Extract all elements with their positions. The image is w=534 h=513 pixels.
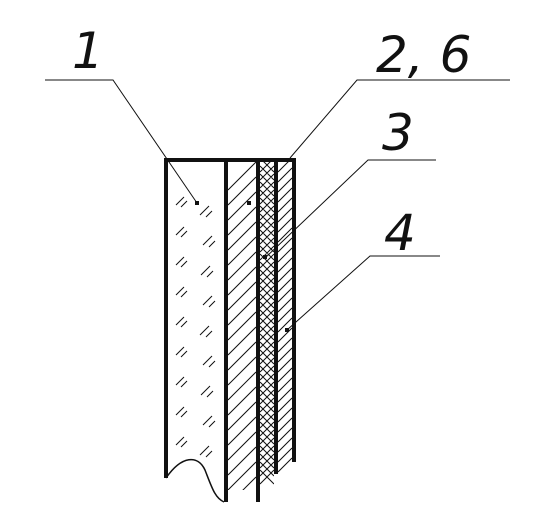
label-layer-2-6: 2, 6 — [376, 26, 471, 84]
break-mask — [160, 459, 300, 513]
break-line — [165, 459, 225, 503]
layer-4-hatch — [278, 160, 292, 473]
label-layer-3: 3 — [382, 104, 414, 162]
label-layer-4: 4 — [384, 204, 416, 262]
leader-lines — [45, 79, 510, 331]
layer-1-hatch — [175, 196, 216, 471]
layer-boundaries — [164, 158, 296, 502]
layer-2-hatch — [228, 161, 256, 490]
leader-dots — [195, 201, 289, 332]
label-layer-1: 1 — [72, 22, 104, 80]
layer-3-hatch — [260, 160, 274, 485]
